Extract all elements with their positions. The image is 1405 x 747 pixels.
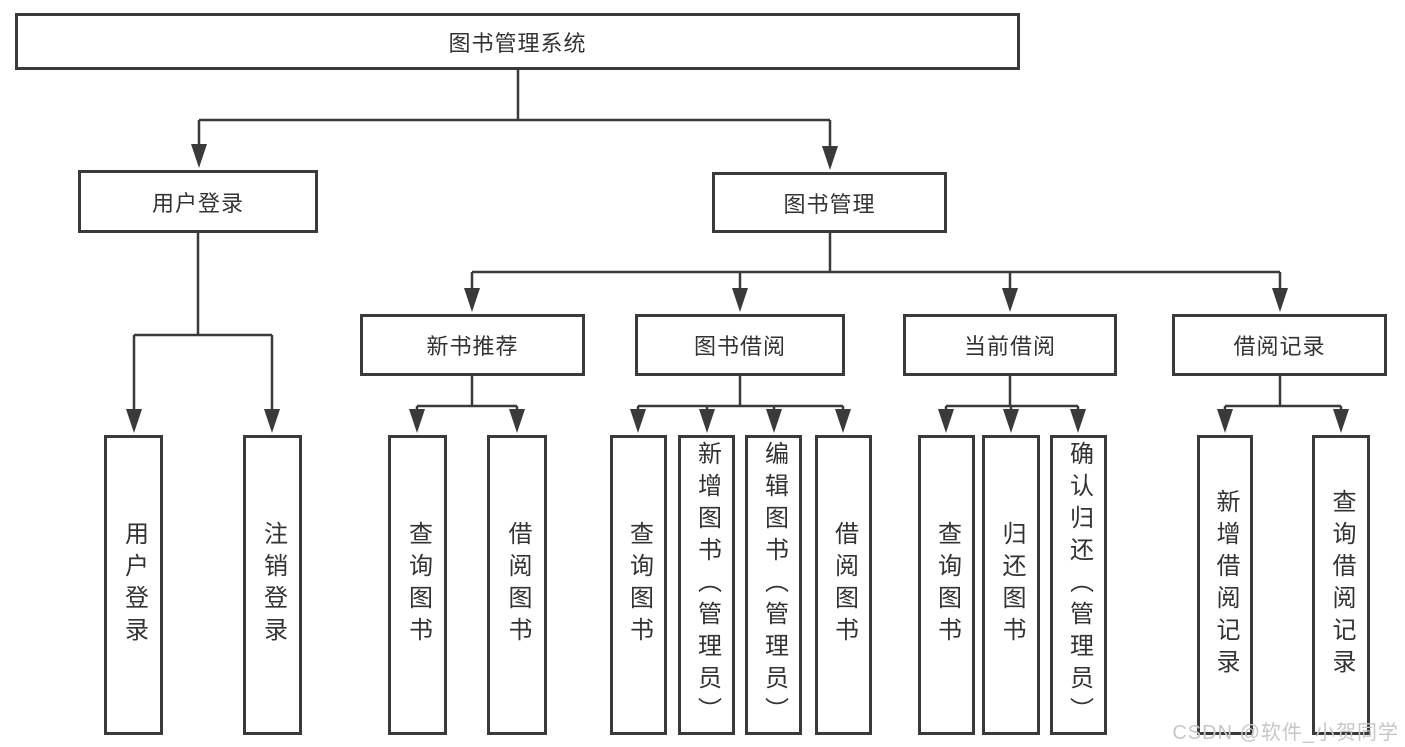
leaf-query-borrow-record: 查询借阅记录 (1312, 435, 1370, 735)
leaf-borrow-books-recommend-label: 借阅图书 (504, 521, 531, 649)
leaf-return-book: 归还图书 (982, 435, 1040, 735)
node-user-login: 用户登录 (78, 170, 318, 233)
node-book-borrowing: 图书借阅 (635, 314, 845, 376)
leaf-return-book-label: 归还图书 (998, 521, 1025, 649)
leaf-query-borrow-record-label: 查询借阅记录 (1328, 489, 1355, 681)
node-current-borrowing: 当前借阅 (903, 314, 1117, 376)
leaf-query-books-recommend-label: 查询图书 (404, 521, 432, 649)
leaf-user-login-label: 用户登录 (120, 521, 148, 649)
leaf-query-books-borrowing-label: 查询图书 (625, 521, 653, 649)
leaf-borrow-books-borrowing: 借阅图书 (815, 435, 872, 735)
node-root: 图书管理系统 (15, 13, 1020, 70)
leaf-user-login: 用户登录 (104, 435, 163, 735)
leaf-logout-label: 注销登录 (259, 521, 287, 649)
leaf-borrow-books-recommend: 借阅图书 (487, 435, 547, 735)
leaf-edit-book-admin: 编辑图书（管理员） (745, 435, 802, 735)
leaf-add-borrow-record-label: 新增借阅记录 (1212, 489, 1239, 681)
node-borrowing-records: 借阅记录 (1172, 314, 1387, 376)
leaf-confirm-return-admin-label: 确认归还（管理员） (1065, 441, 1093, 729)
leaf-query-books-recommend: 查询图书 (388, 435, 447, 735)
leaf-query-books-borrowing: 查询图书 (610, 435, 667, 735)
leaf-logout: 注销登录 (243, 435, 302, 735)
node-new-book-recommend: 新书推荐 (360, 314, 585, 376)
leaf-edit-book-admin-label: 编辑图书（管理员） (760, 441, 788, 729)
leaf-add-book-admin: 新增图书（管理员） (678, 435, 735, 735)
arrowheads (126, 144, 1349, 433)
leaf-query-books-current-label: 查询图书 (933, 521, 961, 649)
leaf-confirm-return-admin: 确认归还（管理员） (1050, 435, 1107, 735)
leaf-query-books-current: 查询图书 (918, 435, 975, 735)
csdn-watermark: CSDN @软件_小贺同学 (1172, 722, 1399, 744)
node-book-management: 图书管理 (712, 172, 947, 233)
leaf-add-book-admin-label: 新增图书（管理员） (693, 441, 721, 729)
leaf-borrow-books-borrowing-label: 借阅图书 (830, 521, 858, 649)
leaf-add-borrow-record: 新增借阅记录 (1197, 435, 1253, 735)
